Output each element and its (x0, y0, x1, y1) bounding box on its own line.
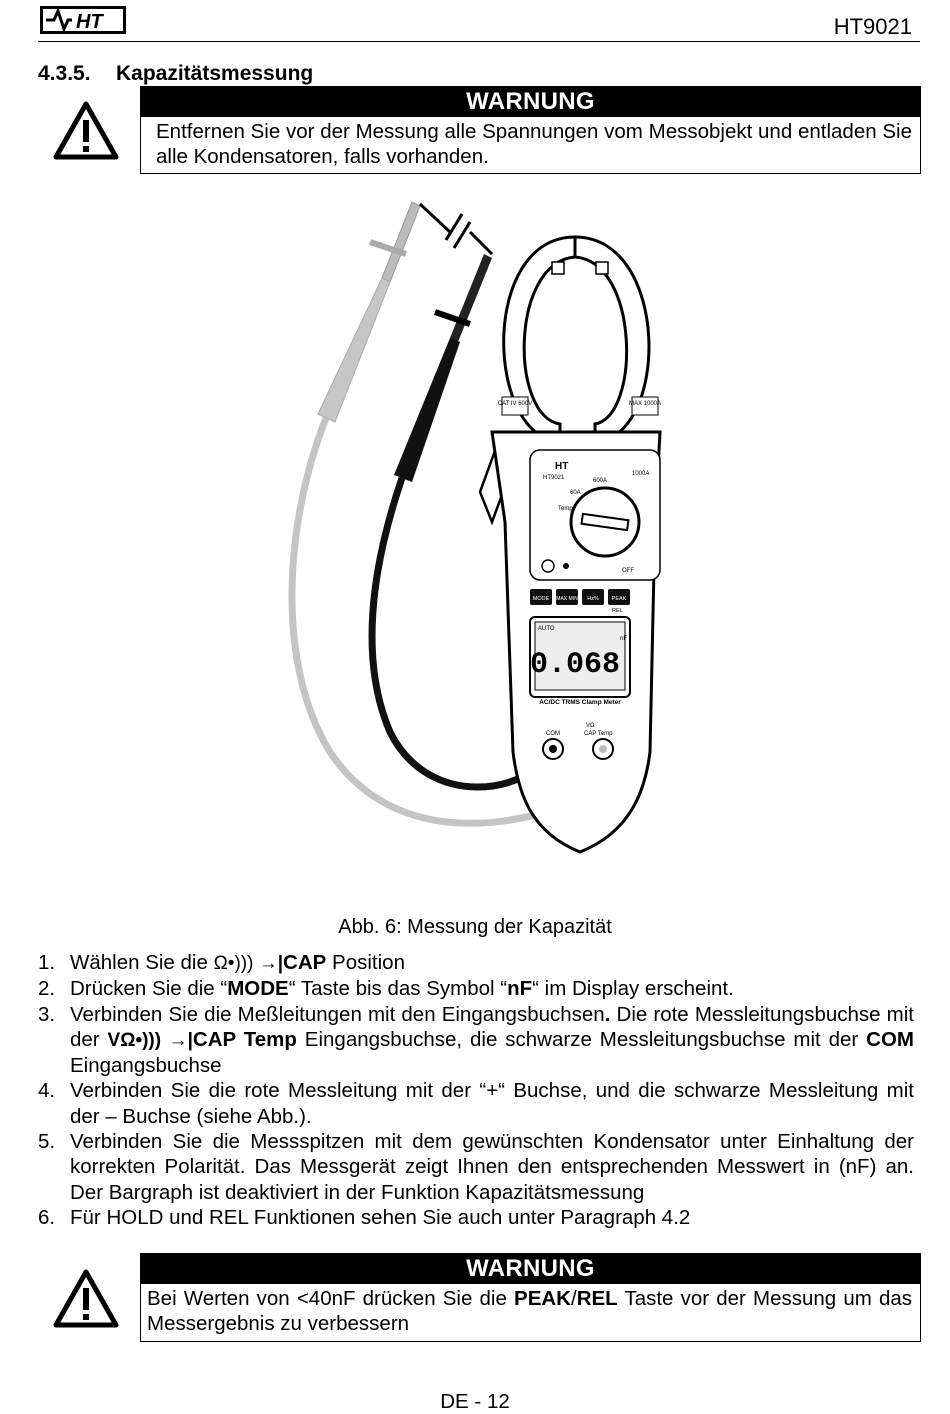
black-test-probe (368, 254, 554, 791)
input-label-top: VΩ (586, 723, 595, 729)
display-auto: AUTO (538, 626, 555, 632)
warning-triangle-icon (53, 1269, 119, 1328)
model-name: HT9021 (833, 14, 912, 39)
section-number: 4.3.5. (38, 62, 91, 85)
list-item: 3. Verbinden Sie die Meßleitungen mit de… (38, 1002, 914, 1079)
warning-box: WARNUNG Entfernen Sie vor der Messung al… (140, 86, 921, 174)
step-text: Verbinden Sie die Meßleitungen mit den E… (70, 1002, 914, 1078)
list-item: 4. Verbinden Sie die rote Messleitung mi… (38, 1078, 914, 1129)
meter-body: HT HT9021 1000A 600A 60A Temp OFF MODE M… (490, 430, 662, 854)
input-label-bottom: CAP Temp (584, 731, 613, 737)
range-60a: 60A (570, 490, 581, 496)
instruction-steps: 1. Wählen Sie die Ω•))) →|CAP Position 2… (38, 950, 914, 1230)
step-number: 6. (38, 1205, 56, 1229)
rel-label: REL (612, 608, 623, 614)
figure-caption: Abb. 6: Messung der Kapazität (0, 916, 950, 939)
list-item: 2. Drücken Sie die “MODE“ Taste bis das … (38, 976, 914, 1001)
clamp-meter-illustration: CAT IV 600V MAX 1000A HT HT9021 1000A 60… (288, 201, 662, 854)
range-1000a: 1000A (632, 471, 649, 477)
diode-icon: →| (258, 953, 284, 974)
diode-icon: →| (161, 1029, 193, 1051)
range-600a: 600A (593, 478, 607, 484)
step-text: Verbinden Sie die Messspitzen mit dem ge… (70, 1130, 914, 1204)
btn-hz: Hz% (587, 596, 599, 602)
step-text: Drücken Sie die “MODE“ Taste bis das Sym… (70, 977, 734, 1001)
clamp-jaws: CAT IV 600V MAX 1000A (498, 235, 661, 444)
warning-triangle-icon (53, 101, 119, 160)
capacitor-symbol (418, 202, 494, 256)
display-unit: nF (620, 636, 627, 642)
step-text: Verbinden Sie die rote Messleitung mit d… (70, 1079, 914, 1128)
step-number: 4. (38, 1079, 56, 1103)
max-label: MAX 1000A (629, 401, 661, 407)
step-number: 3. (38, 1002, 56, 1026)
page-number: DE - 12 (440, 1390, 510, 1413)
step-text: Wählen Sie die Ω•))) →|CAP Position (70, 951, 405, 974)
list-item: 5. Verbinden Sie die Messspitzen mit dem… (38, 1129, 914, 1205)
figure-caption-text: Abb. 6: Messung der Kapazität (338, 916, 612, 938)
meter-model: HT9021 (543, 475, 565, 481)
ht-logo: HT (40, 6, 126, 34)
step-number: 1. (38, 951, 56, 974)
warning-title: WARNUNG (141, 1254, 920, 1284)
list-item: 6. Für HOLD und REL Funktionen sehen Sie… (38, 1205, 914, 1230)
display-value: 0.068 (530, 648, 620, 682)
header-divider (38, 41, 920, 42)
section-title: Kapazitätsmessung (116, 62, 314, 85)
warning-title: WARNUNG (141, 87, 920, 117)
step-number: 5. (38, 1130, 56, 1154)
section-heading: 4.3.5. Kapazitätsmessung (38, 62, 313, 86)
list-item: 1. Wählen Sie die Ω•))) →|CAP Position (38, 950, 914, 976)
step-text: Für HOLD und REL Funktionen sehen Sie au… (70, 1205, 691, 1229)
com-label: COM (546, 731, 560, 737)
off-label: OFF (622, 568, 634, 574)
cat-label: CAT IV 600V (498, 401, 532, 407)
btn-maxmin: MAX MIN (556, 596, 578, 602)
btn-mode: MODE (533, 596, 550, 602)
warning-text: Bei Werten von <40nF drücken Sie die PEA… (147, 1287, 912, 1335)
vohm-buzzer-icon: VΩ•))) (107, 1029, 162, 1051)
warning-text: Entfernen Sie vor der Messung alle Spann… (156, 120, 912, 168)
warning-box: WARNUNG Bei Werten von <40nF drücken Sie… (140, 1253, 921, 1342)
temp-label: Temp (558, 506, 573, 512)
ohm-buzzer-icon: Ω•))) (213, 953, 259, 974)
step-number: 2. (38, 977, 56, 1001)
btn-peak: PEAK (612, 596, 627, 602)
meter-footer-label: AC/DC TRMS Clamp Meter (539, 699, 621, 706)
meter-brand: HT (555, 461, 568, 472)
logo-text: HT (76, 11, 104, 33)
